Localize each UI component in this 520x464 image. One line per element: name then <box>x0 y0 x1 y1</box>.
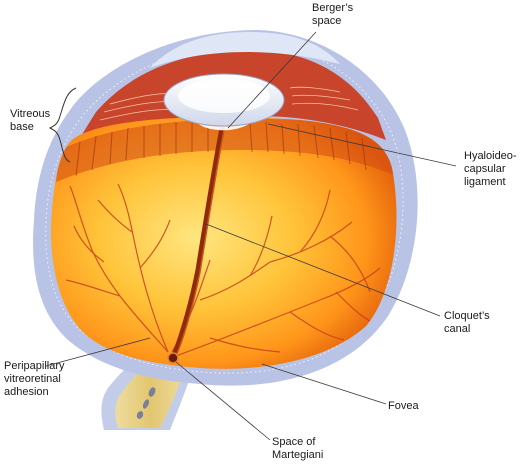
label-bergers-space: Berger’s space <box>312 2 353 28</box>
label-hyaloideocapsular-ligament: Hyaloideo- capsular ligament <box>464 150 517 189</box>
label-space-of-martegiani: Space of Martegiani <box>272 436 323 462</box>
lens-highlight <box>178 79 270 113</box>
label-fovea: Fovea <box>388 400 419 413</box>
label-vitreous-base: Vitreous base <box>10 108 50 134</box>
leader-fovea <box>262 364 386 404</box>
label-peripapillary-adhesion: Peripapillary vitreoretinal adhesion <box>4 360 65 399</box>
label-cloquets-canal: Cloquet’s canal <box>444 310 490 336</box>
space-of-martegiani-marker <box>168 353 178 363</box>
